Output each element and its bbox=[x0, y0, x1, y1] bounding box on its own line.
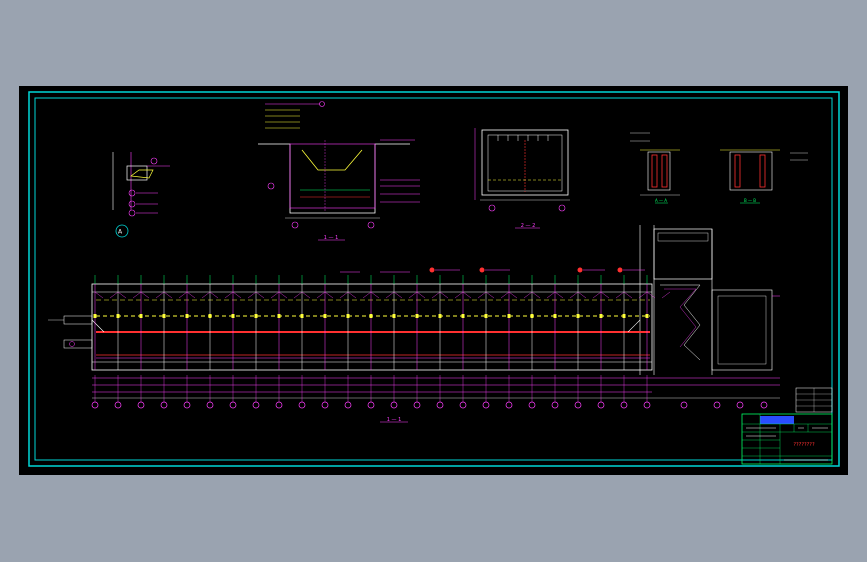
bay-marker bbox=[484, 314, 488, 318]
axis-bubble bbox=[736, 401, 744, 409]
bay-brace bbox=[232, 291, 257, 299]
detail-a bbox=[112, 152, 170, 238]
bay-brace bbox=[140, 291, 165, 299]
small-section-b-title: B — B bbox=[744, 198, 756, 203]
bay-marker bbox=[231, 314, 235, 318]
bay-brace bbox=[531, 291, 556, 299]
bay-marker bbox=[185, 314, 189, 318]
section-1-1-title: 1 — 1 bbox=[324, 235, 339, 241]
bay-brace bbox=[324, 291, 349, 299]
bay-marker bbox=[139, 314, 143, 318]
small-section-a-title: A — A bbox=[655, 198, 667, 203]
bay-brace bbox=[623, 291, 648, 299]
bay-marker bbox=[599, 314, 603, 318]
outer-frame bbox=[28, 91, 840, 467]
bay-marker bbox=[507, 314, 511, 318]
bay-brace bbox=[646, 291, 671, 299]
bay-marker bbox=[553, 314, 557, 318]
bay-marker bbox=[346, 314, 350, 318]
inner-frame bbox=[34, 97, 833, 461]
bay-brace bbox=[278, 291, 303, 299]
bay-brace bbox=[508, 291, 533, 299]
axis-bubble bbox=[713, 401, 721, 409]
bay-marker bbox=[392, 314, 396, 318]
bay-brace bbox=[485, 291, 510, 299]
axis-bubble bbox=[680, 401, 688, 409]
bay-marker bbox=[369, 314, 373, 318]
bay-brace bbox=[416, 291, 441, 299]
bay-marker bbox=[323, 314, 327, 318]
bay-marker bbox=[461, 314, 465, 318]
bay-marker bbox=[116, 314, 120, 318]
bay-marker bbox=[254, 314, 258, 318]
bay-brace bbox=[462, 291, 487, 299]
section-2-2-title: 2 — 2 bbox=[521, 223, 536, 229]
bay-marker bbox=[277, 314, 281, 318]
title-block bbox=[741, 387, 833, 465]
bay-brace bbox=[209, 291, 234, 299]
bay-columns bbox=[93, 275, 671, 370]
bay-marker bbox=[93, 314, 97, 318]
section-1-1 bbox=[258, 101, 420, 241]
bay-brace bbox=[301, 291, 326, 299]
drawing-sheet bbox=[19, 86, 848, 475]
small-section-a bbox=[630, 132, 680, 204]
small-section-b bbox=[720, 149, 808, 204]
bay-brace bbox=[163, 291, 188, 299]
bay-marker bbox=[208, 314, 212, 318]
main-section-title: 1 — 1 bbox=[387, 417, 402, 423]
bay-brace bbox=[255, 291, 280, 299]
bay-marker bbox=[162, 314, 166, 318]
section-2-2 bbox=[474, 128, 570, 229]
bay-marker bbox=[300, 314, 304, 318]
title-block-red-text: ???????? bbox=[793, 442, 815, 448]
bay-brace bbox=[600, 291, 625, 299]
detail-a-marker: A bbox=[118, 229, 123, 236]
bay-brace bbox=[117, 291, 142, 299]
bay-brace bbox=[554, 291, 579, 299]
bay-marker bbox=[415, 314, 419, 318]
bay-marker bbox=[645, 314, 649, 318]
bay-brace bbox=[347, 291, 372, 299]
bay-brace bbox=[370, 291, 395, 299]
bay-marker bbox=[530, 314, 534, 318]
bay-brace bbox=[439, 291, 464, 299]
stair-tower bbox=[639, 225, 780, 375]
axis-bubble bbox=[760, 401, 768, 409]
bay-marker bbox=[576, 314, 580, 318]
bay-brace bbox=[186, 291, 211, 299]
bay-marker bbox=[438, 314, 442, 318]
bay-brace bbox=[577, 291, 602, 299]
bay-marker bbox=[622, 314, 626, 318]
bay-brace bbox=[393, 291, 418, 299]
axis-bubbles bbox=[91, 375, 768, 409]
bay-brace bbox=[94, 291, 119, 299]
